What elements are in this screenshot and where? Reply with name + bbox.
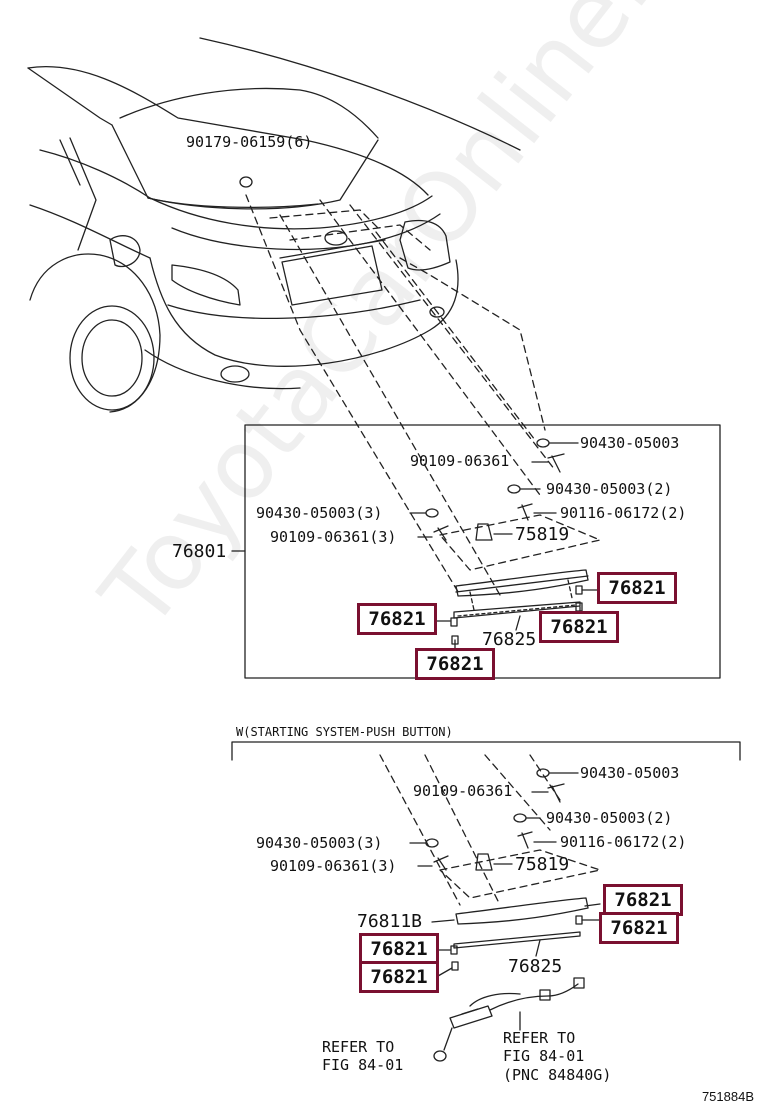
label-top-screw: 90179-06159(6) bbox=[186, 133, 313, 151]
label-nut-left: 90430-05003(3) bbox=[256, 504, 383, 522]
highlight-part-76821: 76821 bbox=[415, 648, 495, 680]
label-nut-left: 90430-05003(3) bbox=[256, 834, 383, 852]
upper-guide-lines bbox=[245, 194, 601, 596]
highlight-part-76821: 76821 bbox=[597, 572, 677, 604]
label-bolt-a: 90109-06361 bbox=[413, 782, 513, 800]
label-clip: 75819 bbox=[515, 524, 570, 545]
highlight-part-76821: 76821 bbox=[359, 961, 439, 993]
label-assembly: 76801 bbox=[172, 541, 227, 562]
label-strip: 76825 bbox=[482, 629, 537, 650]
lower-parts bbox=[409, 768, 601, 1062]
label-bolt-left: 90109-06361(3) bbox=[270, 857, 397, 875]
lower-frame bbox=[231, 741, 741, 761]
label-clip: 75819 bbox=[515, 854, 570, 875]
highlight-part-76821: 76821 bbox=[539, 611, 619, 643]
refer-left-line1: REFER TO bbox=[322, 1038, 395, 1056]
label-bolt-left: 90109-06361(3) bbox=[270, 528, 397, 546]
label-garnish: 76811B bbox=[357, 911, 423, 932]
lower-guide-lines bbox=[379, 754, 601, 906]
label-nut-a: 90430-05003 bbox=[580, 434, 680, 452]
label-bolt-a: 90109-06361 bbox=[410, 452, 510, 470]
upper-parts bbox=[239, 176, 601, 651]
label-nut-b: 90430-05003(2) bbox=[546, 809, 673, 827]
refer-right-line3: (PNC 84840G) bbox=[503, 1066, 612, 1084]
refer-left-line2: FIG 84-01 bbox=[322, 1056, 404, 1074]
label-strip: 76825 bbox=[508, 956, 563, 977]
label-nut-b: 90430-05003(2) bbox=[546, 480, 673, 498]
refer-right-line2: FIG 84-01 bbox=[503, 1047, 585, 1065]
refer-right-line1: REFER TO bbox=[503, 1029, 576, 1047]
label-bolt-b: 90116-06172(2) bbox=[560, 504, 687, 522]
label-bolt-b: 90116-06172(2) bbox=[560, 833, 687, 851]
car-rear-illustration bbox=[27, 37, 521, 413]
label-nut-a: 90430-05003 bbox=[580, 764, 680, 782]
diagram-code: 751884B bbox=[701, 1089, 754, 1104]
highlight-part-76821: 76821 bbox=[599, 912, 679, 944]
highlight-part-76821: 76821 bbox=[357, 603, 437, 635]
section-header: W(STARTING SYSTEM-PUSH BUTTON) bbox=[236, 725, 453, 739]
